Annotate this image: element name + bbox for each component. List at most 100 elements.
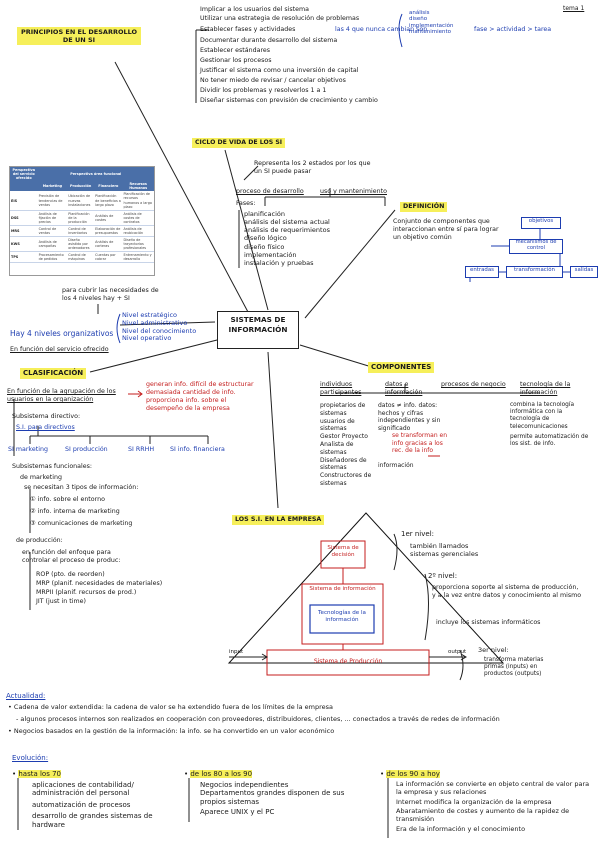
fases-list: análisis diseño implementación mantenimi… bbox=[409, 10, 453, 35]
comp-cat: datos e información bbox=[385, 381, 423, 396]
tecnologia-text2: permite automatización de los sist. de i… bbox=[510, 434, 589, 448]
diag-transformacion: transformación bbox=[506, 266, 563, 278]
pyr-decision: Sistema de decisión bbox=[327, 545, 359, 558]
principio-item: Diseñar sistemas con previsión de crecim… bbox=[200, 97, 378, 104]
comp-cat: procesos de negocio bbox=[441, 381, 506, 388]
pyr-input: input bbox=[229, 649, 244, 655]
ciclo-estado-desarrollo: proceso de desarrollo bbox=[236, 188, 304, 195]
dir-item: SI info. financiera bbox=[170, 446, 225, 453]
fases-result: fase > actividad > tarea bbox=[474, 26, 552, 33]
dir-item: SI RRHH bbox=[128, 446, 155, 453]
dir-item: SI producción bbox=[65, 446, 108, 453]
era-items: aplicaciones de contabilidad/ administra… bbox=[32, 781, 167, 829]
era-item: aplicaciones de contabilidad/ administra… bbox=[32, 781, 134, 798]
era-items: Negocios independientes Departamentos gr… bbox=[200, 781, 360, 817]
nivel2-text: incluye los sistemas informáticos bbox=[436, 619, 541, 626]
era-item: Negocios independientes bbox=[200, 781, 289, 789]
nivel-item: Nivel estratégico bbox=[122, 311, 178, 319]
principio-item: Justificar el sistema como una inversión… bbox=[200, 67, 359, 74]
ciclo-fase: planificación bbox=[244, 210, 285, 218]
prod-note: en función del enfoque para controlar el… bbox=[22, 549, 121, 564]
nivel-item: Nivel operativo bbox=[122, 334, 172, 343]
individuo-item: Gestor Proyecto bbox=[320, 433, 368, 441]
ciclo-fase: implementación bbox=[244, 250, 297, 259]
fase-item: mantenimiento bbox=[409, 28, 452, 35]
funcion-servicio: En función del servicio ofrecido bbox=[10, 346, 109, 353]
nivel1-head: 1er nivel: bbox=[401, 530, 434, 538]
definicion-title: DEFINICIÓN bbox=[400, 202, 448, 212]
nivel3-head: 3er nivel: bbox=[478, 646, 509, 654]
era-item: Abaratamiento de costes y aumento de la … bbox=[396, 807, 570, 824]
ciclo-intro: Representa los 2 estados por los que un … bbox=[254, 160, 371, 175]
niveles-lead: Hay 4 niveles organizativos bbox=[10, 329, 114, 338]
individuo-item: propietarios de sistemas bbox=[320, 402, 366, 417]
diag-entradas: entradas bbox=[465, 266, 499, 278]
empresa-title: LOS S.I. EN LA EMPRESA bbox=[232, 515, 325, 525]
table-header: Perspectiva área funcional bbox=[37, 167, 154, 182]
actualidad-item: • Negocios basados en la gestión de la i… bbox=[8, 727, 335, 735]
systems-table: Perspectiva del servicio ofrecido Perspe… bbox=[9, 166, 155, 276]
era-item: Departamentos grandes disponen de sus pr… bbox=[200, 789, 345, 806]
ciclo-fase: análisis del sistema actual bbox=[244, 218, 330, 227]
principio-item: Dividir los problemas y resolverlos 1 a … bbox=[200, 87, 327, 94]
componentes-title: COMPONENTES bbox=[368, 362, 435, 373]
prod-item: JIT (just in time) bbox=[36, 598, 86, 606]
definicion-text: Conjunto de componentes que interacciona… bbox=[393, 218, 499, 241]
individuo-item: Analista de sistemas bbox=[320, 440, 354, 456]
subsistemas-funcionales: Subsistemas funcionales: bbox=[12, 463, 93, 470]
era-item: Aparece UNIX y el PC bbox=[200, 808, 275, 817]
ciclo-fases-list: planificación análisis del sistema actua… bbox=[244, 210, 330, 267]
diag-objetivos: objetivos bbox=[521, 217, 561, 229]
era-item: Internet modifica la organización de la … bbox=[396, 797, 552, 806]
si-directivos: S.I. para directivos bbox=[16, 424, 75, 431]
ciclo-fase: diseño lógico bbox=[244, 234, 287, 243]
pyr-output: output bbox=[448, 649, 467, 655]
table-col: Financiero bbox=[94, 181, 123, 192]
nivel-item: Nivel administrativo bbox=[122, 318, 188, 327]
era-head: • de los 90 a hoy bbox=[380, 770, 440, 778]
actualidad-item: - algunos procesos internos son realizad… bbox=[16, 715, 500, 723]
ciclo-fase: diseño físico bbox=[244, 242, 285, 251]
individuos-list: propietarios de sistemas usuarios de sis… bbox=[320, 402, 378, 488]
fase-item: análisis bbox=[409, 10, 430, 16]
era-head: • de los 80 a los 90 bbox=[184, 770, 253, 778]
mk-item: ② info. interna de marketing bbox=[30, 508, 120, 515]
comp-cat: individuos participantes bbox=[320, 381, 362, 396]
era-item: La información se convierte en objeto ce… bbox=[396, 780, 590, 796]
prod-list: ROP (pto. de reorden) MRP (planif. neces… bbox=[36, 570, 162, 607]
mk-item: ① info. sobre el entorno bbox=[30, 496, 105, 503]
table-note: para cubrir las necesidades de los 4 niv… bbox=[62, 287, 159, 302]
fases-note: las 4 que nunca cambian son bbox=[335, 26, 428, 33]
ciclo-fase: instalación y pruebas bbox=[244, 258, 314, 267]
table-header: Perspectiva del servicio ofrecido bbox=[10, 167, 38, 182]
individuo-item: Diseñadores de sistemas bbox=[320, 456, 367, 472]
prod-item: MRP (planif. necesidades de materiales) bbox=[36, 580, 163, 588]
diag-mecanismos: mecanismos de control bbox=[509, 239, 563, 254]
fase-item: implementación bbox=[409, 22, 454, 29]
era-item: desarrollo de grandes sistemas de hardwa… bbox=[32, 812, 153, 829]
center-node: SISTEMAS DE INFORMACIÓN bbox=[217, 311, 299, 349]
nivel3-text: transforma materias primas (inputs) en p… bbox=[484, 657, 544, 678]
principio-item: Utilizar una estrategia de resolución de… bbox=[200, 15, 360, 22]
principio-item: No tener miedo de revisar / cancelar obj… bbox=[200, 77, 346, 84]
principios-title: PRINCIPIOS EN EL DESARROLLO DE UN SI bbox=[17, 27, 141, 46]
principio-item: Establecer fases y actividades bbox=[200, 26, 296, 33]
principio-item: Documentar durante desarrollo del sistem… bbox=[200, 37, 338, 44]
individuo-item: usuarios de sistemas bbox=[320, 417, 355, 433]
principio-item: Gestionar los procesos bbox=[200, 57, 272, 64]
era-item: automatización de procesos bbox=[32, 800, 131, 809]
actualidad-title: Actualidad: bbox=[6, 692, 46, 700]
comp-cat: tecnología de la información bbox=[520, 381, 571, 396]
principio-item: Implicar a los usuarios del sistema bbox=[200, 6, 310, 13]
agr-note: generan info. difícil de estructurar bbox=[146, 381, 254, 388]
table-col: Producción bbox=[67, 181, 95, 192]
ciclo-fases-label: Fases: bbox=[236, 200, 256, 207]
niveles-list: Nivel estratégico Nivel administrativo N… bbox=[122, 311, 196, 343]
table-col: Marketing bbox=[37, 181, 68, 192]
